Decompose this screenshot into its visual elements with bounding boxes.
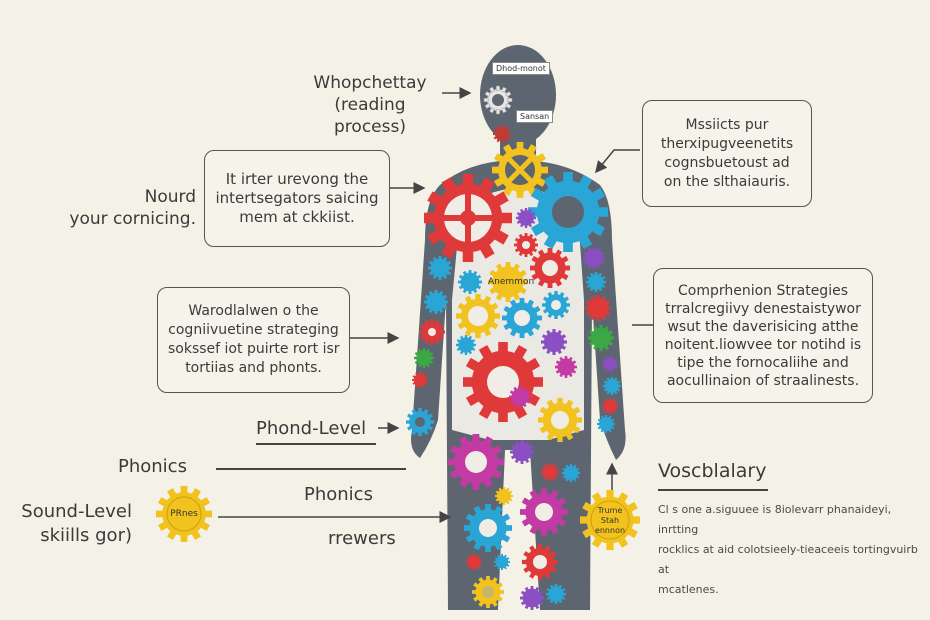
box-right-mid: Comprhenion Strategies trralcregiivy den…	[653, 268, 873, 403]
sound-level-line2: skiills gor)	[40, 525, 132, 546]
box-left-top: It irter urevong the intertsegators saic…	[204, 150, 390, 247]
vocabulary-underline	[658, 489, 768, 491]
head-label-line1: Whopchettay	[313, 73, 427, 93]
box-line: Warodlalwen o the	[188, 303, 319, 319]
vocabulary-body-line: rocklics at aid colotsieely-tieaceeis to…	[658, 543, 918, 576]
vocab-gear-line: Stah	[600, 516, 620, 525]
head-tag-side: Sansan	[516, 110, 554, 123]
box-line: Mssiicts pur	[685, 116, 769, 133]
box-line: tipe the fornocaliihe and	[677, 354, 849, 371]
vocabulary-body-line: mcatlenes.	[658, 583, 719, 596]
box-line: tortiias and phonts.	[185, 360, 322, 376]
phond-level-label: Phond-Level	[256, 418, 367, 439]
box-line: cogniivuetine strateging	[168, 322, 339, 338]
left-side-label-line2: your cornicing.	[69, 209, 196, 229]
box-left-mid: Warodlalwen o the cogniivuetine strategi…	[157, 287, 350, 393]
vocab-gear-line: Trume	[597, 506, 623, 515]
phonics-left-line	[216, 468, 406, 470]
sound-level-line1: Sound-Level	[21, 501, 132, 522]
phond-level-underline	[256, 443, 376, 445]
sound-gear-label: PRnes	[170, 509, 198, 519]
box-line: on the slthaiauris.	[663, 173, 791, 190]
rrewers-label: rrewers	[328, 528, 396, 549]
vocabulary-body-line: Cl s one a.siguuee is 8iolevarr phanaide…	[658, 503, 892, 536]
box-title: Comprhenion Strategies	[677, 282, 848, 299]
left-side-label: Nourd your cornicing.	[60, 186, 196, 230]
box-line: noitent.liowvee tor notihd is	[664, 336, 862, 353]
box-line: therxipugveenetits	[660, 135, 794, 152]
vocab-gear-label: Trume Stah ennnon	[590, 506, 630, 536]
vocab-gear-line: ennnon	[594, 526, 626, 535]
box-line: mem at ckkiist.	[239, 208, 355, 226]
left-side-label-line1: Nourd	[144, 187, 196, 207]
chest-gear-label: Anemmon	[488, 277, 535, 287]
box-line: sokssef iot puirte rort isr	[168, 341, 340, 357]
box-line: wsut the daverisicing atthe	[667, 318, 859, 335]
box-line: cognsbuetoust ad	[664, 154, 790, 171]
vocabulary-title: Voscblalary	[658, 460, 767, 482]
phonics-left-label: Phonics	[118, 456, 187, 477]
head-label: Whopchettay (reading process)	[300, 72, 440, 138]
box-line: intertsegators saicing	[215, 189, 379, 207]
sound-level-label: Sound-Level skiills gor)	[12, 500, 132, 548]
box-line: It irter urevong the	[225, 170, 369, 188]
vocabulary-body: Cl s one a.siguuee is 8iolevarr phanaide…	[658, 500, 930, 600]
head-tag-top: Dhod-monot	[492, 62, 550, 75]
box-right-top: Mssiicts pur therxipugveenetits cognsbue…	[642, 100, 812, 207]
box-line: trralcregiivy denestaistywor	[665, 300, 861, 317]
head-label-line2: (reading process)	[334, 95, 406, 137]
box-line: aocullinaion of straalinests.	[666, 372, 860, 389]
phonics-center-label: Phonics	[304, 484, 373, 505]
